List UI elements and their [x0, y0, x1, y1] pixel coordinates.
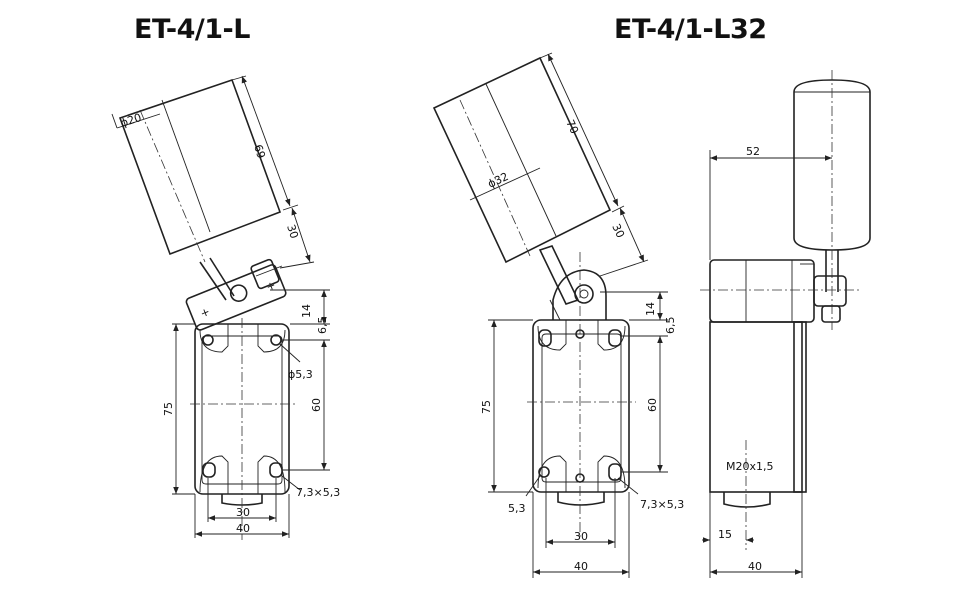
side-thread-offset-label: 15: [718, 528, 732, 541]
left-mount-hole-tl: [202, 334, 214, 346]
left-view: + + ϕ20 69 30 14 6,5 60: [111, 75, 340, 540]
left-height-total-label: 75: [162, 402, 175, 416]
left-actuator-head: + +: [185, 264, 287, 331]
middle-arm-offset-label: 30: [609, 222, 627, 240]
middle-switch-body: [532, 319, 630, 493]
middle-roller-length-label: 70: [563, 118, 581, 136]
middle-mount-hole-tl: [538, 329, 552, 347]
middle-slot-size-label: 7,3×5,3: [640, 498, 684, 511]
side-roller-offset-label: 52: [746, 145, 760, 158]
left-hole-spacing-v-label: 60: [310, 398, 323, 412]
middle-dim-top-label: 14: [644, 302, 657, 316]
left-mount-slot-bl: [202, 462, 216, 478]
side-view: M20x1,5 52 15 40: [700, 70, 871, 578]
left-roller-length-label: 69: [251, 143, 268, 160]
middle-actuator-head: [552, 269, 607, 320]
left-dim-hole-top-label: 6,5: [316, 317, 329, 335]
middle-view: ϕ32 70 30 14 6,5 60 75 5,3 7,3×5,3: [432, 52, 684, 578]
middle-mount-hole-bl: [538, 466, 550, 478]
middle-hole-spacing-h-label: 30: [574, 530, 588, 543]
left-mount-hole-tr: [270, 334, 282, 346]
svg-text:+: +: [198, 305, 211, 321]
left-width-label: 40: [236, 522, 250, 535]
side-roller: [793, 79, 871, 251]
middle-dim-hole-top-label: 6,5: [664, 317, 677, 335]
left-slot-size-label: 7,3×5,3: [296, 486, 340, 499]
side-head: [709, 259, 815, 323]
left-dim-top-label: 14: [300, 304, 313, 318]
left-arm-offset-label: 30: [284, 223, 301, 240]
middle-hole-spacing-v-label: 60: [646, 398, 659, 412]
left-roller: [118, 78, 282, 256]
middle-height-total-label: 75: [480, 400, 493, 414]
side-switch-body: [709, 321, 803, 493]
middle-mount-hole-tr: [608, 329, 622, 347]
left-hole-diameter-label: ϕ5,3: [288, 368, 313, 381]
title-et-4-1-l32: ET-4/1-L32: [614, 14, 767, 45]
side-width-label: 40: [748, 560, 762, 573]
side-thread-label: M20x1,5: [726, 460, 774, 473]
left-hole-spacing-h-label: 30: [236, 506, 250, 519]
left-roller-diameter-label: ϕ20: [119, 111, 143, 130]
middle-width-label: 40: [574, 560, 588, 573]
middle-hole-size-label: 5,3: [508, 502, 526, 515]
title-et-4-1-l: ET-4/1-L: [134, 14, 250, 45]
middle-roller: [432, 56, 612, 264]
middle-mount-slot-br: [608, 463, 622, 481]
